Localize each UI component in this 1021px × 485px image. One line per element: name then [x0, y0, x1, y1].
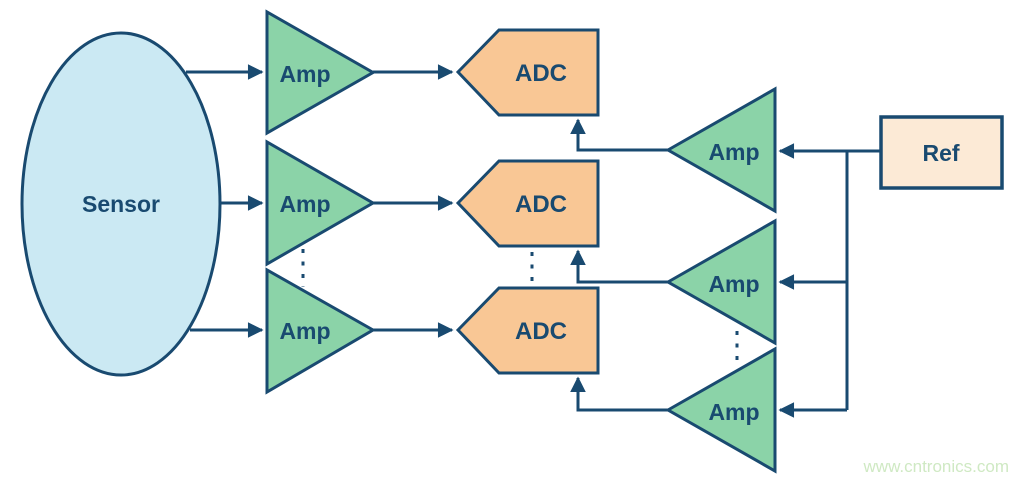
ref-amp-1-triangle	[664, 86, 777, 214]
ref-block	[879, 115, 1004, 190]
input-amp-1-label: Amp	[279, 61, 330, 87]
ref-amp-3-label: Amp	[708, 399, 759, 425]
input-amp-3-triangle	[265, 267, 377, 395]
adc-1-block	[455, 28, 600, 117]
input-amp-2-label: Amp	[279, 191, 330, 217]
wire-refamp1-to-adc1	[570, 118, 668, 152]
ref-amp-2-triangle	[664, 218, 777, 346]
input-amp-3-label: Amp	[279, 318, 330, 344]
input-amp-1-triangle	[265, 9, 377, 136]
adc-2-label: ADC	[515, 191, 567, 218]
wire-refamp3-to-adc3	[570, 376, 668, 412]
input-amp-2-triangle	[265, 139, 377, 267]
adc-3-block	[455, 286, 600, 375]
adc-2-block	[455, 159, 600, 248]
ref-label: Ref	[922, 140, 959, 166]
adc-3-label: ADC	[515, 318, 567, 345]
adc-1-label: ADC	[515, 60, 567, 87]
wire-refamp2-to-adc2	[570, 249, 668, 284]
ref-amp-1-label: Amp	[708, 139, 759, 165]
watermark-text: www.cntronics.com	[863, 457, 1009, 476]
sensor-label: Sensor	[82, 191, 160, 217]
ref-amp-3-triangle	[664, 346, 777, 474]
sensor-ellipse	[20, 31, 222, 377]
ref-amp-2-label: Amp	[708, 271, 759, 297]
